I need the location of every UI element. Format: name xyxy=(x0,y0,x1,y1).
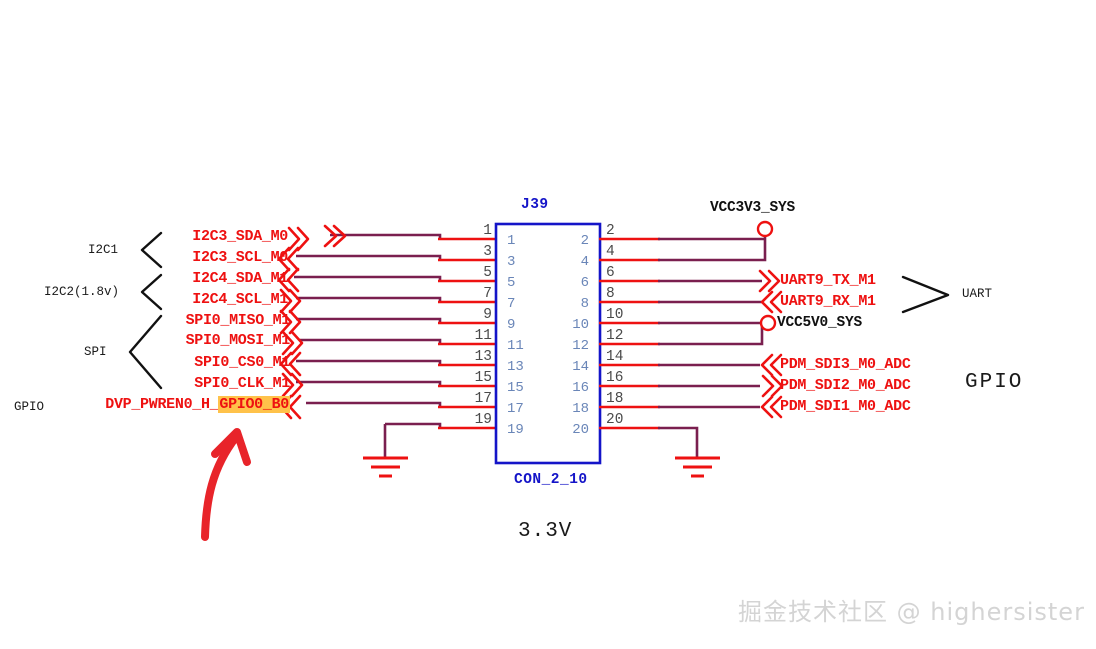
vcc3v3-power-port-icon xyxy=(756,220,774,238)
group-label-i2c2: I2C2(1.8v) xyxy=(44,285,120,299)
wire-pin-number-17: 17 xyxy=(474,391,492,407)
wire-pin-number-20: 20 xyxy=(606,412,624,428)
net-label-i2c4-scl-m1: I2C4_SCL_M1 xyxy=(192,291,288,308)
ground-symbol-right xyxy=(675,456,720,478)
right-port-chevrons xyxy=(758,269,784,419)
wire-pin-number-11: 11 xyxy=(474,328,492,344)
group-label-spi: SPI xyxy=(84,345,107,359)
connector-pin-right-10: 10 xyxy=(572,317,589,333)
connector-pin-left-9: 9 xyxy=(507,317,516,333)
wire-pin-number-6: 6 xyxy=(606,265,615,281)
ground-symbol-left xyxy=(363,456,408,478)
wire-pin-number-8: 8 xyxy=(606,286,615,302)
group-label-gpio-left: GPIO xyxy=(14,400,45,414)
wire-pin-number-2: 2 xyxy=(606,223,615,239)
net-label-uart9-tx-m1: UART9_TX_M1 xyxy=(780,272,876,289)
connector-pin-right-20: 20 xyxy=(572,422,589,438)
connector-pin-right-6: 6 xyxy=(580,275,589,291)
connector-pin-right-2: 2 xyxy=(580,233,589,249)
net-label-spi0-miso-m1: SPI0_MISO_M1 xyxy=(185,312,291,329)
connector-pin-left-7: 7 xyxy=(507,296,516,312)
net-label-pdm-sdi1-m0-adc: PDM_SDI1_M0_ADC xyxy=(780,398,911,415)
vcc5v0-power-port-icon xyxy=(759,314,777,332)
wire-pin-number-5: 5 xyxy=(483,265,492,281)
connector-part-number: CON_2_10 xyxy=(514,472,588,488)
connector-pin-right-4: 4 xyxy=(580,254,589,270)
connector-pin-left-17: 17 xyxy=(507,401,524,417)
left-port-chevrons xyxy=(277,224,347,420)
group-label-gpio-right: GPIO xyxy=(965,371,1024,394)
net-label-i2c3-scl-m0: I2C3_SCL_M0 xyxy=(192,249,288,266)
left-group-brackets xyxy=(128,231,163,390)
group-label-i2c1: I2C1 xyxy=(88,243,119,257)
connector-pin-left-15: 15 xyxy=(507,380,524,396)
net-label-i2c3-sda-m0: I2C3_SDA_M0 xyxy=(192,228,288,245)
wire-pin-number-10: 10 xyxy=(606,307,624,323)
annotation-arrow xyxy=(201,428,251,541)
connector-pin-right-8: 8 xyxy=(580,296,589,312)
left-wires xyxy=(294,233,497,458)
watermark: 掘金技术社区 @ highersister xyxy=(738,598,1085,626)
net-label-spi0-cs0-m1: SPI0_CS0_M1 xyxy=(194,354,290,371)
voltage-note: 3.3V xyxy=(518,520,573,543)
power-label-vcc5v0-sys: VCC5V0_SYS xyxy=(777,315,863,331)
connector-pin-left-3: 3 xyxy=(507,254,516,270)
connector-pin-right-14: 14 xyxy=(572,359,589,375)
wire-pin-number-1: 1 xyxy=(483,223,492,239)
connector-pin-right-18: 18 xyxy=(572,401,589,417)
wire-pin-number-9: 9 xyxy=(483,307,492,323)
right-wires xyxy=(599,233,767,458)
connector-pin-left-13: 13 xyxy=(507,359,524,375)
power-label-vcc3v3-sys: VCC3V3_SYS xyxy=(710,200,796,216)
wire-pin-number-3: 3 xyxy=(483,244,492,260)
wire-pin-number-19: 19 xyxy=(474,412,492,428)
connector-pin-left-1: 1 xyxy=(507,233,516,249)
connector-pin-right-16: 16 xyxy=(572,380,589,396)
net-label-prefix: DVP_PWREN0_H_ xyxy=(105,396,219,413)
wire-pin-number-14: 14 xyxy=(606,349,624,365)
net-label-spi0-mosi-m1: SPI0_MOSI_M1 xyxy=(185,332,291,349)
wire-pin-number-15: 15 xyxy=(474,370,492,386)
net-label-spi0-clk-m1: SPI0_CLK_M1 xyxy=(194,375,290,392)
net-label-pdm-sdi2-m0-adc: PDM_SDI2_M0_ADC xyxy=(780,377,911,394)
uart-group-bracket xyxy=(901,275,950,314)
net-label-highlight-gpio0-b0: GPIO0_B0 xyxy=(218,396,290,413)
wire-pin-number-18: 18 xyxy=(606,391,624,407)
wire-pin-number-4: 4 xyxy=(606,244,615,260)
wire-pin-number-16: 16 xyxy=(606,370,624,386)
wire-pin-number-13: 13 xyxy=(474,349,492,365)
group-label-uart: UART xyxy=(962,287,993,301)
wire-pin-number-12: 12 xyxy=(606,328,624,344)
net-label-uart9-rx-m1: UART9_RX_M1 xyxy=(780,293,876,310)
net-label-i2c4-sda-m1: I2C4_SDA_M1 xyxy=(192,270,288,287)
connector-pin-left-19: 19 xyxy=(507,422,524,438)
connector-pin-right-12: 12 xyxy=(572,338,589,354)
wire-pin-number-7: 7 xyxy=(483,286,492,302)
connector-designator: J39 xyxy=(521,197,549,213)
connector-pin-left-11: 11 xyxy=(507,338,524,354)
net-label-dvp-pwren0-gpio0-b0: DVP_PWREN0_H_GPIO0_B0 xyxy=(0,396,290,413)
net-label-pdm-sdi3-m0-adc: PDM_SDI3_M0_ADC xyxy=(780,356,911,373)
connector-pin-left-5: 5 xyxy=(507,275,516,291)
